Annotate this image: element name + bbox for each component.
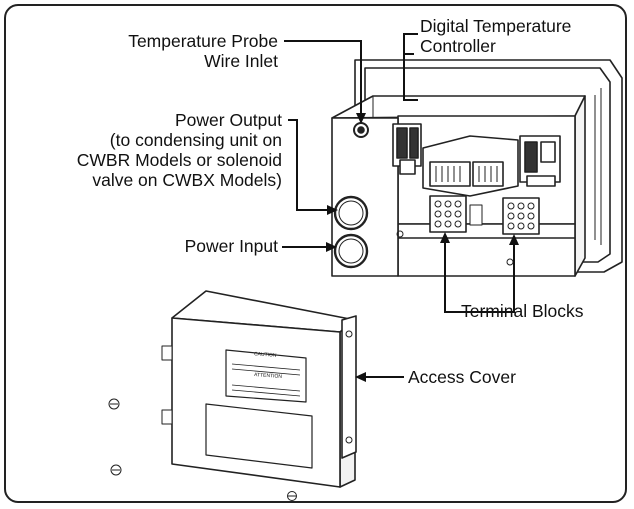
label-power-output-line4: valve on CWBX Models): [92, 170, 282, 190]
label-access-cover: Access Cover: [408, 367, 516, 387]
relay-component: [392, 123, 422, 175]
label-power-output-line1: Power Output: [175, 110, 282, 130]
label-probe-inlet-line2: Wire Inlet: [204, 51, 278, 71]
label-probe-inlet: Temperature Probe Wire Inlet: [60, 31, 278, 71]
label-power-output-line2: (to condensing unit on: [109, 130, 282, 150]
label-access-cover-text: Access Cover: [408, 367, 516, 387]
label-terminal-blocks: Terminal Blocks: [461, 301, 584, 321]
label-controller-line1: Digital Temperature: [420, 16, 572, 36]
label-power-input: Power Input: [110, 236, 278, 256]
probe-inlet-grommet: [353, 122, 369, 138]
power-output-knockout: [333, 195, 369, 231]
access-cover: [161, 290, 357, 488]
leader-lines: [282, 33, 515, 378]
screws: [108, 398, 297, 501]
temperature-controller: [422, 135, 519, 197]
label-controller: Digital Temperature Controller: [420, 16, 571, 56]
label-terminal-blocks-text: Terminal Blocks: [461, 301, 584, 321]
contactor: [519, 135, 561, 187]
label-controller-line2: Controller: [420, 36, 496, 56]
arrow-heads: [326, 113, 519, 382]
label-power-output-line3: CWBR Models or solenoid: [76, 150, 282, 170]
label-power-input-text: Power Input: [184, 236, 278, 256]
label-probe-inlet-line1: Temperature Probe: [128, 31, 278, 51]
label-power-output: Power Output (to condensing unit on CWBR…: [6, 110, 282, 190]
terminal-block-left: [429, 195, 467, 233]
terminal-block-right: [502, 197, 540, 235]
power-input-knockout: [333, 233, 369, 269]
